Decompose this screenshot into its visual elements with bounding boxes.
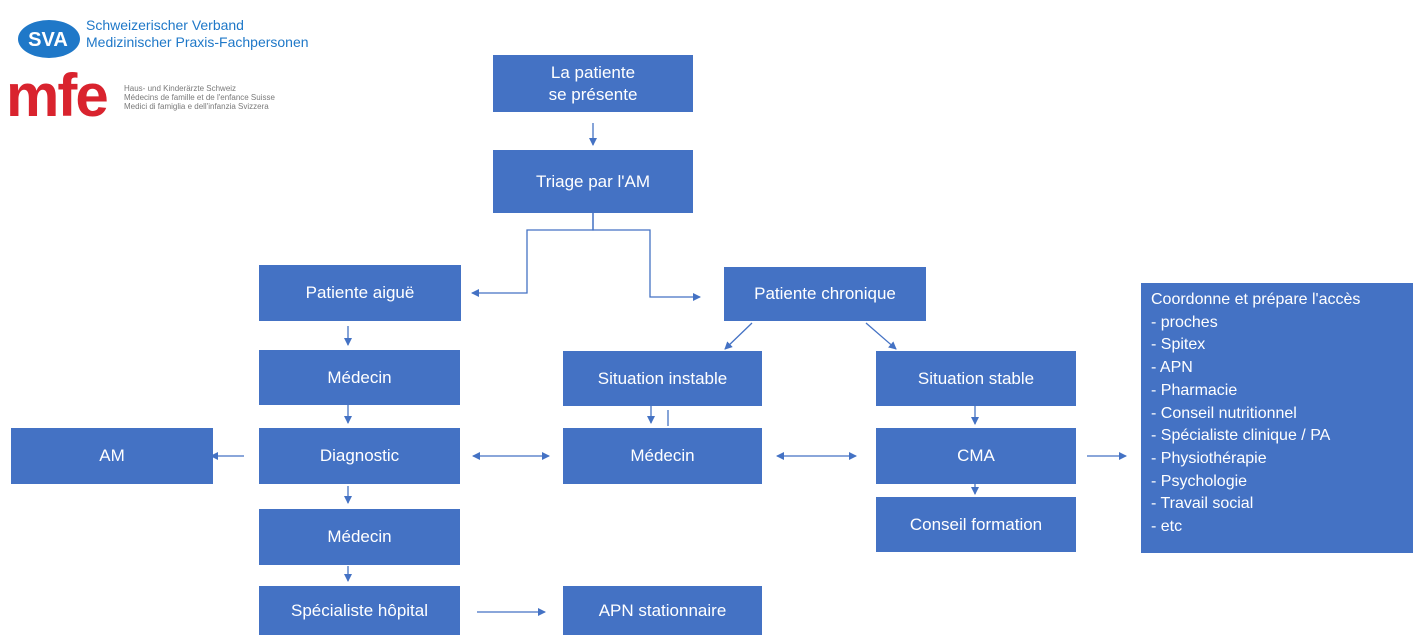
arrow-triage-to-chronic [592, 213, 701, 301]
node-chronic-patient: Patiente chronique [724, 267, 926, 321]
node-doctor-after-diagnostic: Médecin [259, 509, 460, 565]
arrow-triage-to-acute [471, 213, 594, 297]
coordination-item: - etc [1151, 518, 1183, 536]
node-acute-patient: Patiente aiguë [259, 265, 461, 321]
node-doctor-unstable: Médecin [563, 428, 762, 484]
sva-logo-mark: SVA [28, 29, 68, 51]
coordination-item: - Pharmacie [1151, 381, 1238, 399]
node-hospital-specialist: Spécialiste hôpital [259, 586, 460, 635]
node-diagnostic: Diagnostic [259, 428, 460, 484]
node-am: AM [11, 428, 213, 484]
arrow-chronic-to-stable [865, 322, 897, 350]
node-patient-presents-line2: se présente [548, 84, 638, 104]
mfe-tagline-line2: Médecins de famille et de l'enfance Suis… [124, 93, 275, 102]
coordination-item: - Physiothérapie [1151, 449, 1267, 467]
node-inpatient-apn: APN stationnaire [563, 586, 762, 635]
coordination-title: Coordonne et prépare l'accès [1151, 291, 1361, 308]
coordination-item: - Conseil nutritionnel [1151, 404, 1297, 422]
node-training-advice: Conseil formation [876, 497, 1076, 552]
sva-logo: SVA [18, 20, 80, 58]
coordination-item: - Psychologie [1151, 472, 1248, 490]
mfe-logo: mfe [6, 62, 109, 129]
node-patient-presents-line1: La patiente [550, 62, 636, 82]
node-patient-presents: La patiente se présente [493, 55, 693, 112]
node-unstable-situation: Situation instable [563, 351, 762, 406]
sva-name: Schweizerischer Verband Medizinischer Pr… [86, 17, 309, 51]
coordination-item: - Spitex [1151, 336, 1206, 354]
node-stable-situation: Situation stable [876, 351, 1076, 406]
mfe-tagline-line1: Haus- und Kinderärzte Schweiz [124, 84, 237, 93]
coordination-item: - proches [1151, 313, 1218, 331]
coordination-item: - APN [1151, 359, 1193, 377]
node-cma: CMA [876, 428, 1076, 484]
mfe-tagline-line3: Medici di famiglia e dell'infanzia Svizz… [124, 102, 269, 111]
node-coordination: Coordonne et prépare l'accès - proches -… [1141, 283, 1413, 553]
arrow-chronic-to-unstable [724, 322, 753, 350]
node-triage: Triage par l'AM [493, 150, 693, 213]
sva-name-line1: Schweizerischer Verband [86, 17, 244, 33]
coordination-item: - Spécialiste clinique / PA [1151, 427, 1331, 445]
coordination-item: - Travail social [1151, 495, 1254, 513]
sva-name-line2: Medizinischer Praxis-Fachpersonen [86, 34, 309, 50]
mfe-tagline: Haus- und Kinderärzte Schweiz Médecins d… [124, 84, 275, 111]
node-doctor-acute: Médecin [259, 350, 460, 405]
